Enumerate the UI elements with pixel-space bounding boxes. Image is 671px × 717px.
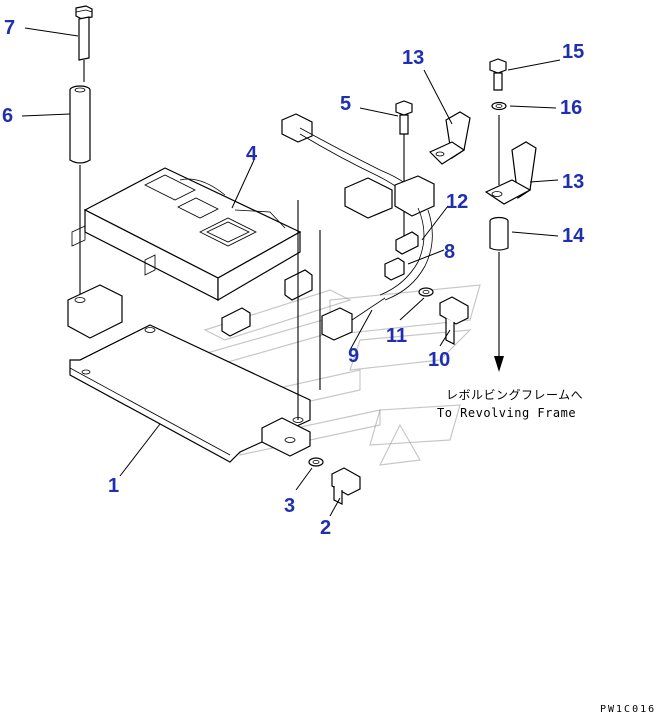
callout-4: 4 bbox=[246, 143, 258, 165]
bolt-2 bbox=[331, 467, 361, 505]
callout-10: 10 bbox=[428, 349, 450, 371]
leader-lines bbox=[21, 27, 561, 517]
callout-labels: 7 6 4 5 13 15 16 13 12 8 14 11 9 10 1 3 … bbox=[2, 17, 585, 539]
callout-3: 3 bbox=[284, 495, 295, 517]
callout-14: 14 bbox=[562, 225, 585, 247]
spacer-14 bbox=[489, 216, 509, 372]
destination-note: レボルビングフレームへ To Revolving Frame bbox=[437, 388, 583, 420]
callout-9: 9 bbox=[348, 345, 359, 367]
callout-13-upper: 13 bbox=[402, 47, 424, 69]
note-english: To Revolving Frame bbox=[437, 406, 576, 420]
callout-1: 1 bbox=[108, 475, 119, 497]
washer-16 bbox=[491, 101, 507, 185]
drawing-code: PW1C016 bbox=[600, 704, 656, 715]
callout-12: 12 bbox=[446, 191, 468, 213]
callout-15: 15 bbox=[562, 41, 584, 63]
callout-5: 5 bbox=[340, 93, 351, 115]
bolt-7 bbox=[75, 5, 93, 82]
callout-7: 7 bbox=[4, 17, 15, 39]
bolt-10 bbox=[439, 296, 469, 345]
washer-3 bbox=[308, 457, 324, 467]
bolt-15 bbox=[489, 58, 507, 91]
washer-11 bbox=[418, 287, 434, 297]
callout-16: 16 bbox=[560, 97, 582, 119]
callout-13-lower: 13 bbox=[562, 171, 584, 193]
callout-11: 11 bbox=[386, 325, 407, 347]
harness-12 bbox=[281, 113, 435, 341]
bracket-1 bbox=[67, 200, 321, 463]
callout-6: 6 bbox=[2, 105, 13, 127]
controller-box-4 bbox=[71, 167, 313, 337]
callout-8: 8 bbox=[444, 241, 455, 263]
bracket-13-lower bbox=[484, 141, 537, 205]
spacer-6 bbox=[69, 85, 91, 300]
note-japanese: レボルビングフレームへ bbox=[446, 388, 583, 402]
bolt-5 bbox=[395, 100, 413, 240]
callout-2: 2 bbox=[320, 517, 331, 539]
